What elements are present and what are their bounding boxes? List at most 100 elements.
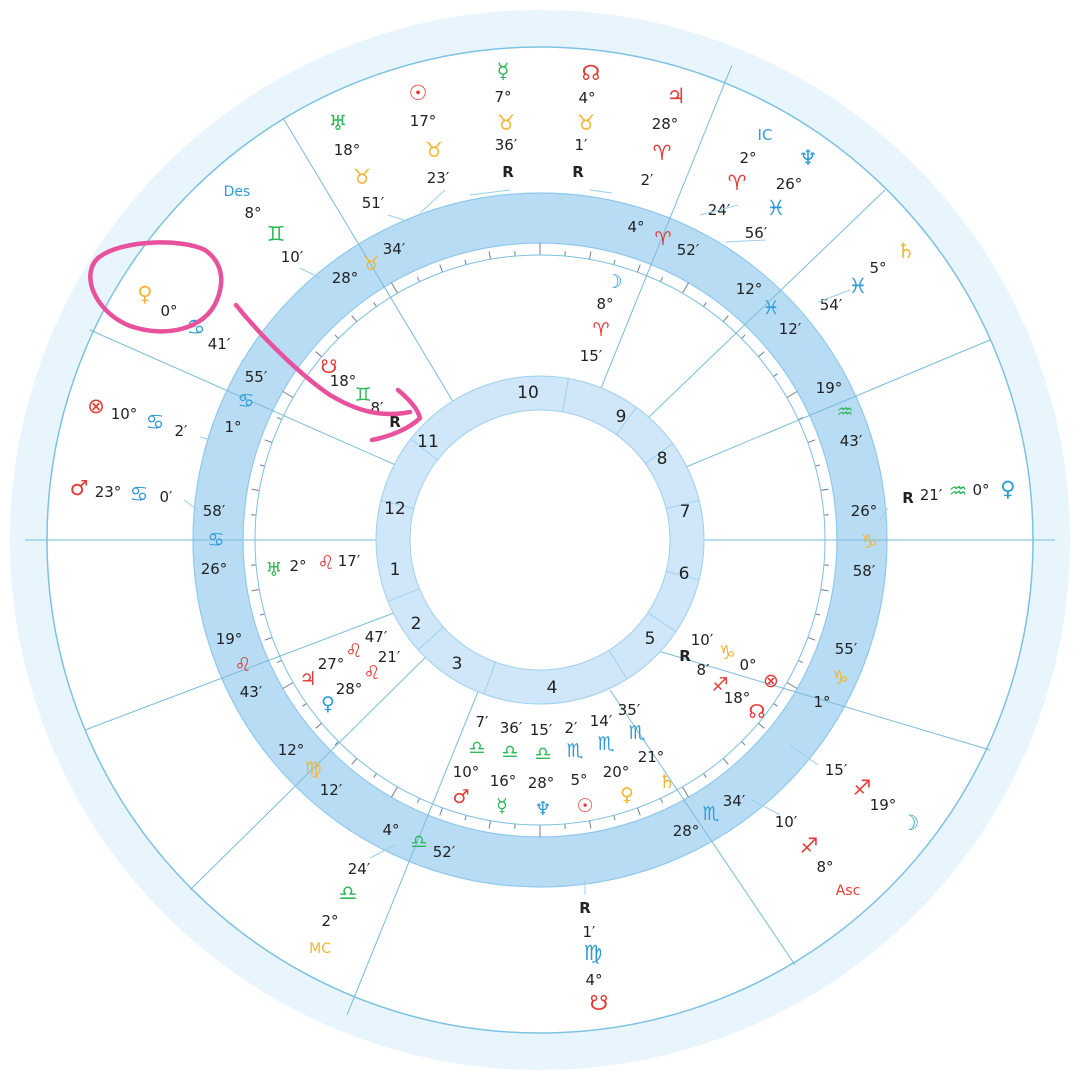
degree-label: 5° (570, 771, 587, 789)
degree-label: 21° (638, 748, 665, 766)
degree-label: 20° (603, 763, 630, 781)
degree-tick (264, 439, 273, 443)
degree-label: 2° (321, 912, 338, 930)
degree-label: 36′ (495, 136, 518, 154)
retrograde-marker: R (502, 163, 514, 181)
retrograde-marker: R (679, 647, 691, 665)
sagittarius-sign-glyph: ♐ (853, 776, 872, 800)
libra-sign-glyph: ♎ (534, 743, 551, 765)
house-cusp-line (624, 189, 886, 441)
ring-degree-label: 43′ (240, 683, 263, 701)
degree-tick (259, 464, 265, 467)
degree-tick (659, 276, 664, 282)
house-divider (417, 626, 444, 651)
degree-tick (786, 391, 798, 398)
taurus-sign-glyph: ♉ (353, 165, 372, 189)
ring-degree-label: 12′ (779, 320, 802, 338)
aries-sign-glyph: ♈ (653, 141, 672, 165)
house-number: 8 (657, 449, 668, 469)
degree-tick (391, 786, 398, 798)
house-cusp-line (654, 649, 991, 751)
pisces-sign-glyph: ♓ (767, 196, 786, 220)
inner-planet-glyphs: ☽ ♈ ☋ ♊ ♅ ♌ ♌ ♌ ♃ ♀ ♑ ♐ ⊗ ☊ ♎ ♎ ♎ ♏ ♏ ♏ … (265, 271, 778, 820)
house-divider (410, 438, 438, 461)
mars-glyph: ♂ (452, 786, 469, 808)
house-cusp-line (654, 339, 991, 481)
degree-tick (488, 251, 492, 260)
degree-tick (798, 416, 804, 421)
house-number: 12 (384, 499, 406, 519)
ring-degree-label: 12° (278, 741, 305, 759)
house-divider (380, 499, 414, 510)
degree-label: 2′ (175, 422, 189, 440)
pointer-line (699, 204, 739, 216)
degree-label: 28° (652, 115, 679, 133)
cancer-sign-glyph: ♋ (237, 390, 254, 412)
degree-label: 35′ (618, 701, 641, 719)
ring-degree-label: 52′ (677, 241, 700, 259)
retrograde-marker: R (389, 413, 401, 431)
taurus-sign-glyph: ♉ (497, 111, 516, 135)
part-of-fortune-glyph: ⊗ (87, 394, 105, 418)
degree-label: 18° (334, 141, 361, 159)
degree-tick (637, 264, 641, 273)
degree-label: 15′ (580, 347, 603, 365)
degree-tick (276, 416, 282, 421)
degree-label: 10′ (281, 248, 304, 266)
degree-tick (439, 807, 443, 816)
ring-degree-label: 4° (627, 218, 644, 236)
annotation-arrow-head (369, 387, 423, 443)
degree-tick (334, 741, 339, 746)
scorpio-sign-glyph: ♏ (597, 733, 614, 755)
degree-label: 47′ (365, 628, 388, 646)
ring-degree-label: 26° (851, 502, 878, 520)
ring-degree-label: 55′ (245, 368, 268, 386)
degree-label: 51′ (362, 194, 385, 212)
moon-glyph: ☽ (901, 811, 920, 835)
degree-label: 2′ (641, 171, 655, 189)
house-cusp-line (89, 329, 426, 479)
house-number: 11 (417, 432, 439, 452)
jupiter-glyph: ♃ (667, 84, 686, 108)
house-cusp-line (84, 599, 429, 731)
pluto-glyph: ♀ (321, 693, 335, 715)
degree-tick (807, 439, 816, 443)
degree-label: 1′ (583, 923, 597, 941)
pointer-line (751, 799, 781, 816)
degree-tick (251, 588, 260, 592)
saturn-glyph: ♄ (897, 239, 916, 263)
ring-degree-label: 55′ (835, 640, 858, 658)
degree-label: 7′ (476, 713, 490, 731)
annotation-circle (88, 240, 224, 334)
moon-glyph: ☽ (605, 271, 622, 293)
aries-sign-glyph: ♈ (592, 319, 609, 341)
aquarius-sign-glyph: ♒ (836, 401, 853, 423)
ring-degree-label: 12′ (320, 781, 343, 799)
scorpio-sign-glyph: ♏ (702, 803, 719, 825)
capricorn-sign-glyph: ♑ (718, 642, 735, 664)
house-ring-inner-edge (409, 409, 671, 671)
scorpio-sign-glyph: ♏ (628, 722, 645, 744)
degree-label: 17° (410, 112, 437, 130)
ring-degree-label: 28° (673, 822, 700, 840)
degree-label: 0° (160, 302, 177, 320)
outer-degree-labels: 17° 7° 4° 28° 18° 36′ 1′ 23′ 2′ 51′ R R … (95, 88, 990, 989)
degree-tick (315, 722, 322, 729)
ring-degree-label: 4° (382, 821, 399, 839)
degree-tick (807, 637, 816, 641)
house-ring-outer-edge (375, 375, 705, 705)
degree-label: 0° (972, 481, 989, 499)
degree-tick (276, 659, 282, 664)
degree-label: 24′ (348, 860, 371, 878)
outer-pointer-lines (183, 189, 889, 895)
degree-label: 18° (724, 689, 751, 707)
ring-degree-label: 12° (736, 280, 763, 298)
degree-label: 8° (596, 295, 613, 313)
aquarius-sign-glyph: ♒ (949, 479, 968, 503)
degree-tick (282, 391, 294, 398)
degree-label: 2° (289, 557, 306, 575)
ring-degree-label: 34′ (383, 240, 406, 258)
degree-label: 15′ (530, 721, 553, 739)
pointer-line (199, 436, 211, 441)
